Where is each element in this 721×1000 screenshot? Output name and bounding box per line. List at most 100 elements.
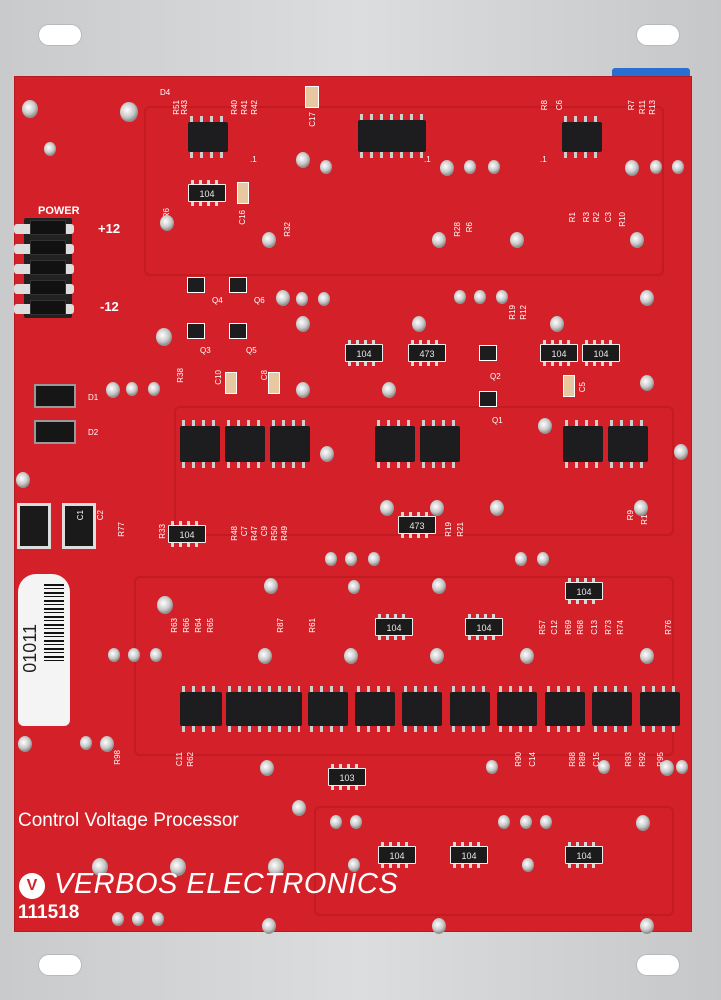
component-label: C5 [578,382,587,393]
solder-hole [640,918,654,934]
product-title: Control Voltage Processor [18,810,239,831]
component-label: R89 [578,752,587,767]
component-label: R21 [456,522,465,537]
component-label: R1 [568,212,577,223]
component-label: R8 [540,100,549,111]
solder-hole [344,648,358,664]
solder-hole [510,232,524,248]
resistor-network: 104 [565,842,603,868]
component-label: R6 [465,222,474,233]
diode-d2 [34,420,76,444]
component-label: R47 [250,526,259,541]
component-label: C16 [238,210,247,225]
component-label: R64 [194,618,203,633]
solder-hole [258,648,272,664]
component-label: C10 [214,370,223,385]
component-label: Q5 [246,346,257,355]
solder-hole [368,552,380,566]
solder-hole [120,102,138,122]
ic-chip [225,420,265,468]
resistor-network: 104 [582,340,620,366]
ic-chip [355,686,395,732]
trace [144,106,664,276]
solder-hole [106,382,120,398]
capacitor [268,372,280,394]
solder-hole [674,444,688,460]
plus-12-label: +12 [98,221,121,236]
solder-hole [128,648,140,662]
component-label: R7 [627,100,636,111]
component-label: C9 [260,526,269,537]
component-label: R10 [618,212,627,227]
component-label: R19 [508,305,517,320]
ic-chip [188,116,228,158]
component-label: D2 [88,428,99,437]
component-label: C6 [555,100,564,111]
solder-hole [636,815,650,831]
component-label: R9 [626,510,635,521]
component-label: R61 [308,618,317,633]
transistor [479,345,497,361]
solder-hole [348,580,360,594]
solder-hole [538,418,552,434]
component-label: C1 [76,510,85,521]
solder-hole [640,290,654,306]
resistor-network: 104 [450,842,488,868]
solder-hole [640,648,654,664]
ic-chip [358,114,426,158]
ic-chip [180,420,220,468]
solder-hole [598,760,610,774]
resistor-network: 473 [408,340,446,366]
resistor-network: 473 [398,512,436,538]
solder-hole [474,290,486,304]
component-label: R28 [453,222,462,237]
component-label: Q4 [212,296,223,305]
component-label: D4 [160,88,171,97]
component-label: R49 [280,526,289,541]
solder-hole [520,815,532,829]
resistor-network: 104 [345,340,383,366]
component-label: R13 [648,100,657,115]
solder-hole [515,552,527,566]
solder-hole [296,316,310,332]
solder-hole [132,912,144,926]
solder-hole [260,760,274,776]
solder-hole [676,760,688,774]
trace [134,576,674,756]
solder-hole [350,815,362,829]
solder-hole [650,160,662,174]
resistor-network: 104 [378,842,416,868]
capacitor [305,86,319,108]
solder-hole [345,552,357,566]
solder-hole [296,382,310,398]
solder-hole [640,375,654,391]
component-label: R66 [182,618,191,633]
component-label: C13 [590,620,599,635]
component-label: Q1 [492,416,503,425]
power-label: POWER [38,205,80,217]
component-label: C11 [175,752,184,767]
ic-chip [497,686,537,732]
mounting-slot [636,24,680,46]
ic-chip [375,420,415,468]
ic-chip [562,116,602,158]
solder-hole [672,160,684,174]
component-label: C14 [528,752,537,767]
date-code: 111518 [18,902,80,923]
brand-name: VERBOS ELECTRONICS [54,868,399,900]
component-label: R48 [230,526,239,541]
transistor [229,323,247,339]
solder-hole [348,858,360,872]
capacitor [237,182,249,204]
solder-hole [325,552,337,566]
component-label: R88 [568,752,577,767]
solder-hole [660,760,674,776]
component-label: R57 [538,620,547,635]
solder-hole [44,142,56,156]
component-label: C12 [550,620,559,635]
component-label: C7 [240,526,249,537]
ic-chip [402,686,442,732]
component-label: R50 [270,526,279,541]
transistor [187,277,205,293]
component-label: C3 [604,212,613,223]
